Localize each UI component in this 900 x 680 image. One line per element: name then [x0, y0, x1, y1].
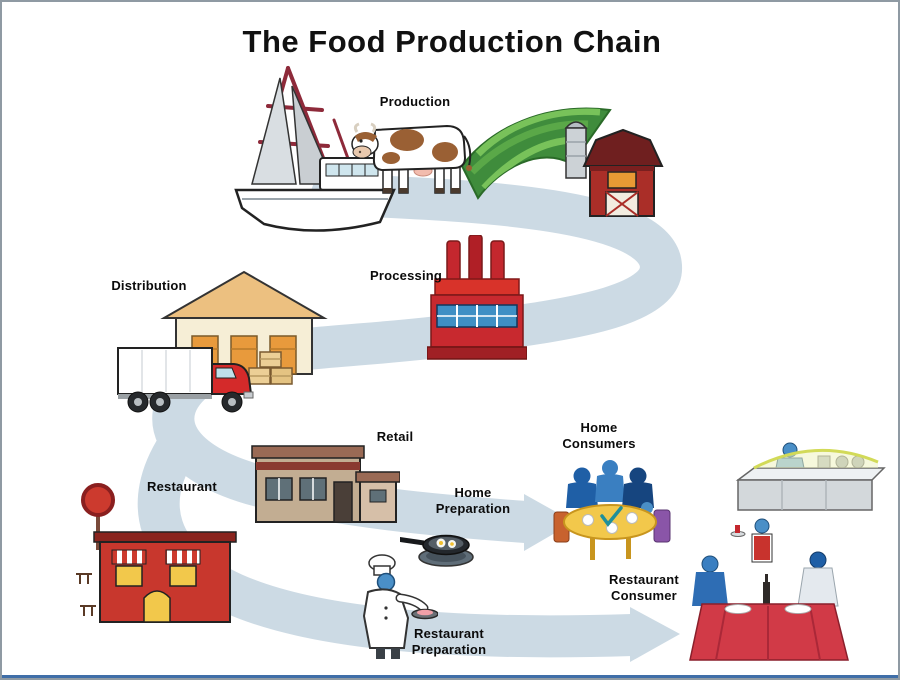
- diagram-title: The Food Production Chain: [242, 24, 662, 59]
- flow-arrowhead-restaurant: [630, 607, 680, 662]
- warehouse-illustration: [160, 262, 328, 386]
- plate: [724, 604, 752, 614]
- label-home-consumers: Home Consumers: [562, 420, 636, 452]
- plate: [784, 604, 812, 614]
- label-restaurant-preparation: Restaurant Preparation: [411, 626, 487, 658]
- restaurant-roof-band: [93, 531, 237, 543]
- processing-plant-illustration: [427, 235, 527, 362]
- factory-chimneys: [446, 235, 505, 282]
- boat-hull: [234, 188, 396, 232]
- store-door: [333, 481, 353, 523]
- wine-bottle: [763, 582, 770, 606]
- store-windows: [265, 477, 327, 501]
- delivery-truck-illustration: [114, 340, 254, 424]
- restaurant-window: [169, 565, 197, 587]
- family-at-table-illustration: [550, 450, 675, 568]
- restaurant-sign: [81, 483, 115, 517]
- pan-handle: [400, 537, 424, 546]
- bottom-frame-line: [2, 675, 898, 678]
- chef-legs: [376, 648, 385, 659]
- label-restaurant-consumer: Restaurant Consumer: [609, 572, 679, 604]
- cow-tail: [463, 135, 472, 167]
- store-roof-band: [251, 445, 365, 459]
- dairy-cow-illustration: [347, 108, 477, 200]
- truck-wheels: [127, 391, 243, 413]
- frying-pan-illustration: [400, 520, 480, 568]
- boat-sail: [251, 77, 297, 185]
- retail-store-illustration: [250, 432, 400, 534]
- flow-arrow-restaurant-branch: [137, 425, 680, 662]
- label-distribution: Distribution: [111, 278, 187, 293]
- factory-roof-band: [434, 278, 520, 296]
- outdoor-tables: [76, 573, 96, 616]
- label-restaurant: Restaurant: [147, 479, 217, 494]
- diner-left: [692, 555, 728, 606]
- barn-and-crops-illustration: [460, 94, 670, 239]
- barn-roof: [582, 128, 664, 167]
- restaurant-awning: [165, 549, 201, 565]
- warehouse-roof: [160, 270, 328, 319]
- factory-base: [427, 346, 527, 360]
- truck-box: [117, 347, 213, 395]
- label-home-preparation: Home Preparation: [435, 485, 511, 517]
- produce-crates-illustration: [248, 350, 294, 386]
- restaurant-table-scene-illustration: [686, 514, 851, 664]
- restaurant-window: [115, 565, 143, 587]
- sneeze-guard: [754, 450, 878, 468]
- label-processing: Processing: [369, 268, 443, 283]
- label-production: Production: [379, 94, 451, 109]
- check-mark: [600, 506, 623, 527]
- label-retail: Retail: [376, 429, 414, 444]
- family-figures: [566, 460, 654, 514]
- silo: [565, 127, 587, 179]
- buffet-counter-illustration: [730, 434, 888, 520]
- chef-head: [376, 572, 396, 592]
- restaurant-door: [143, 590, 171, 623]
- chair: [653, 509, 671, 543]
- counter-front: [737, 479, 873, 511]
- chef-arm: [397, 595, 427, 611]
- waiter: [730, 518, 773, 563]
- chef-cooking-illustration: [346, 554, 438, 662]
- barn-loft-window: [607, 171, 637, 189]
- counter-top: [735, 467, 886, 481]
- flow-arrowhead-home: [524, 494, 574, 551]
- diner-right: [797, 551, 839, 607]
- restaurant-building-illustration: [72, 474, 240, 632]
- fishing-boat-illustration: [230, 62, 400, 247]
- restaurant-awning: [111, 549, 147, 565]
